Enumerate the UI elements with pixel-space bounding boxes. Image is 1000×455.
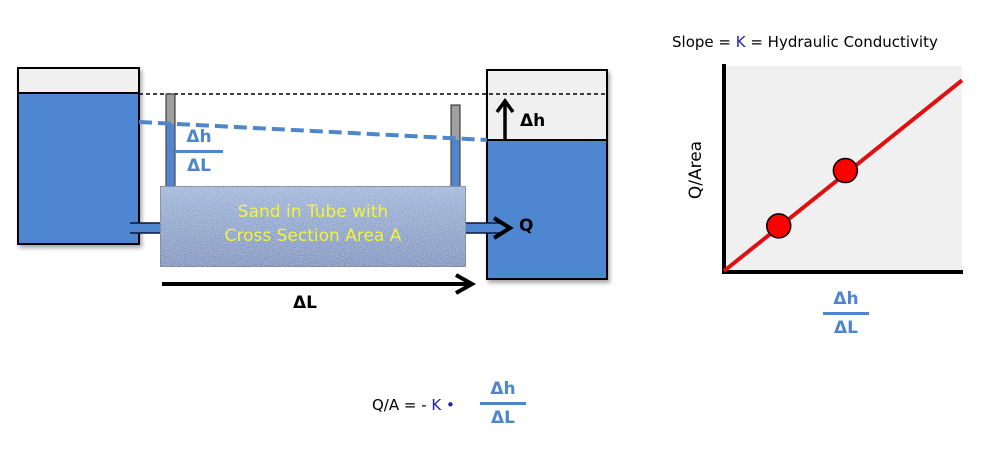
equation-fraction: Δh ΔL [480,379,526,428]
length-label: ΔL [293,293,317,313]
gradient-fraction: Δh ΔL [175,127,223,176]
equation-denominator: ΔL [491,408,515,428]
head-difference-label: Δh [520,111,546,131]
chart-title-part1: Slope = [672,33,736,51]
chart-y-label: Q/Area [686,140,706,200]
darcy-equation: Q/A = - K • [372,396,455,414]
chart-x-label-bar [823,312,869,315]
length-arrow-icon [162,273,477,295]
chart-title-part3: = Hydraulic Conductivity [745,33,938,51]
right-piezometer [450,104,461,188]
chart-title: Slope = K = Hydraulic Conductivity [672,33,938,51]
equation-fraction-bar [480,402,526,405]
flow-label: Q [519,216,534,236]
chart-point-2 [832,157,859,184]
outlet-pipe [466,216,514,240]
head-difference-arrow-icon [495,98,515,139]
hydraulic-gradient-line [138,120,488,142]
flow-arrow-icon [492,216,514,240]
chart [722,64,964,274]
gradient-denominator: ΔL [187,156,211,176]
chart-title-k: K [735,33,746,51]
equation-operator: • [446,396,455,414]
sand-tube-label-line2: Cross Section Area A [224,226,402,246]
sand-tube-label: Sand in Tube with Cross Section Area A [160,200,466,248]
chart-x-label: Δh ΔL [822,289,870,338]
sand-tube-label-line1: Sand in Tube with [160,200,466,224]
inlet-pipe [130,222,161,234]
gradient-numerator: Δh [186,127,212,147]
chart-x-label-numerator: Δh [833,289,859,309]
equation-lhs: Q/A = - [372,396,427,414]
sand-tube [159,185,467,268]
equation-numerator: Δh [490,379,516,399]
gradient-fraction-bar [175,150,223,153]
chart-point-1 [765,213,792,239]
right-reservoir-water [488,140,606,278]
left-reservoir [17,67,140,245]
chart-x-label-denominator: ΔL [834,318,858,338]
equation-k: K [431,396,442,414]
sand-tube-label-text1: Sand in Tube with [237,202,389,222]
chart-points [765,157,859,239]
left-piezometer [165,93,176,188]
left-reservoir-water [19,93,138,243]
